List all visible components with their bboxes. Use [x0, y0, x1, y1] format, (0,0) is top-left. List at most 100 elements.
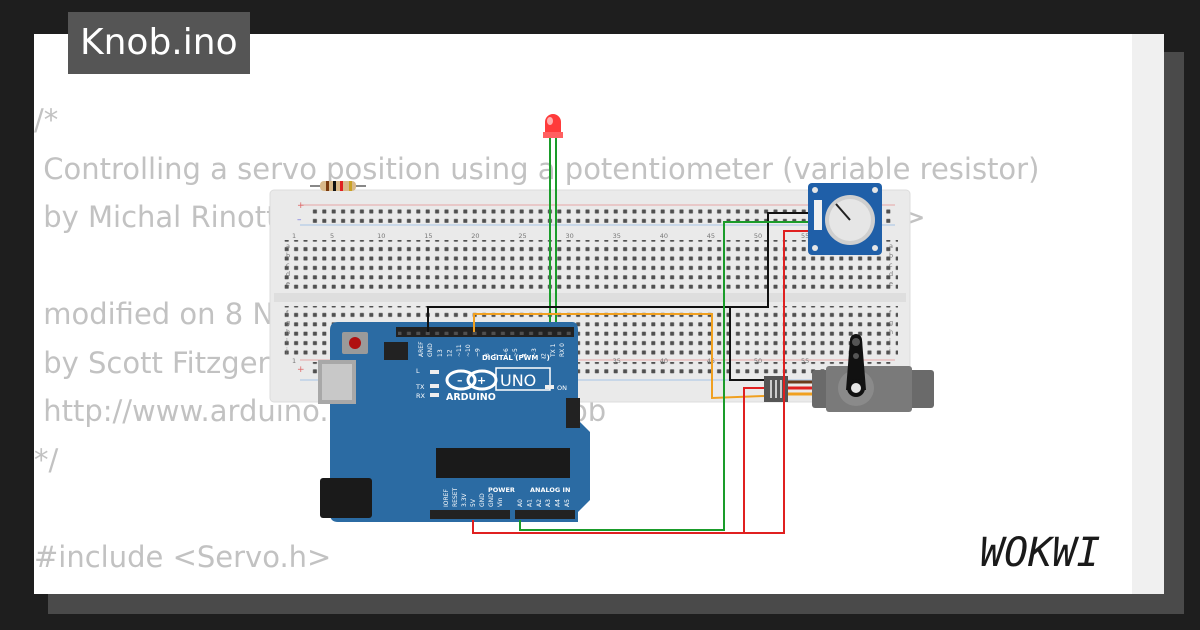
row-letter: f — [286, 309, 289, 317]
project-title[interactable]: Knob.ino — [68, 12, 250, 74]
wokwi-logo-text: WOKWI — [980, 530, 1100, 576]
digital-pin-label: 12 — [446, 349, 453, 357]
power-pin-label: GND — [488, 493, 495, 507]
column-number: 55 — [801, 232, 809, 240]
digital-pin-label: ~6 — [503, 348, 510, 357]
digital-pin-label: 4 — [522, 353, 529, 357]
svg-text:+: + — [297, 201, 305, 211]
row-letter: h — [286, 328, 290, 336]
svg-text:+: + — [297, 365, 305, 375]
power-pin-label: 3.3V — [461, 492, 468, 507]
analog-pin-label: A2 — [536, 499, 543, 507]
column-number: 1 — [292, 232, 296, 240]
row-letter: a — [286, 242, 290, 250]
column-number: 40 — [660, 232, 668, 240]
column-number: 50 — [754, 232, 762, 240]
code-line: /* — [34, 103, 59, 137]
column-number: 45 — [707, 357, 715, 365]
row-letter: a — [889, 242, 893, 250]
column-number: 30 — [566, 232, 574, 240]
row-letter: i — [889, 337, 891, 345]
power-pin-label: RESET — [452, 487, 459, 507]
code-line: */ — [34, 442, 59, 477]
row-letter: i — [286, 337, 288, 345]
arduino-brand-label: ARDUINO — [446, 392, 496, 403]
svg-text:–: – — [297, 215, 302, 225]
digital-pin-label: RX 0 — [559, 343, 566, 357]
analog-pin-label: A5 — [564, 499, 571, 507]
digital-pin-label: 2 — [540, 353, 547, 357]
led — [543, 114, 563, 330]
column-number: 25 — [518, 232, 526, 240]
row-letter: j — [285, 347, 288, 355]
uno-label: UNO — [500, 371, 536, 390]
power-pin-label: 5V — [470, 498, 477, 507]
column-number: 20 — [471, 232, 479, 240]
digital-pin-label: ~3 — [531, 348, 538, 357]
svg-text:–: – — [457, 374, 463, 387]
wire-signal-servo — [473, 313, 765, 400]
analog-pin-label: A3 — [545, 499, 552, 507]
potentiometer — [808, 183, 882, 255]
power-pin-label: GND — [479, 493, 486, 507]
wire-a0-pot — [519, 221, 808, 531]
column-number: 45 — [707, 232, 715, 240]
row-letter: b — [889, 251, 893, 259]
column-number: 35 — [613, 232, 621, 240]
wokwi-logo: WOKWI — [980, 530, 1100, 576]
wire-gnd-servo — [724, 306, 764, 381]
pin-label-aref: AREF — [418, 341, 425, 357]
digital-pin-label: 13 — [437, 349, 444, 357]
power-pins-label: POWER — [488, 486, 515, 494]
code-line: #include <Servo.h> — [34, 539, 332, 574]
l-led-label: L — [416, 367, 420, 375]
digital-pin-label: ~9 — [475, 348, 482, 357]
digital-pins-label: DIGITAL (PWM ~) — [482, 354, 550, 362]
analog-pin-label: A0 — [517, 499, 524, 507]
column-number: 35 — [613, 357, 621, 365]
digital-pin-label: 8 — [484, 353, 491, 357]
power-pin-label: Vin — [497, 497, 504, 507]
row-letter: g — [889, 318, 893, 326]
wire-gnd-pot — [427, 212, 808, 332]
digital-pin-label: ~10 — [465, 344, 472, 357]
on-led-label: ON — [557, 384, 567, 392]
resistor — [310, 181, 366, 191]
digital-pin-label: ~11 — [456, 344, 463, 357]
row-letter: j — [888, 347, 891, 355]
card-scrollbar-track — [1132, 34, 1164, 594]
column-number: 5 — [330, 232, 334, 240]
digital-pin-label: TX 1 — [550, 343, 557, 358]
row-letter: g — [286, 318, 290, 326]
power-pin-label: IOREF — [443, 489, 450, 507]
column-number: 50 — [754, 357, 762, 365]
column-number: 15 — [424, 232, 432, 240]
analog-pin-label: A1 — [526, 499, 533, 507]
code-line: Controlling a servo position using a pot… — [34, 151, 1040, 186]
row-letter: f — [889, 309, 892, 317]
pin-label-gnd: GND — [427, 343, 434, 357]
column-number: 1 — [292, 357, 296, 365]
digital-pin-label: ~5 — [512, 348, 519, 357]
column-number: 40 — [660, 357, 668, 365]
row-letter: d — [889, 270, 893, 278]
wire-5v-servo — [743, 387, 764, 533]
row-letter: c — [286, 261, 290, 269]
row-letter: e — [889, 280, 893, 288]
row-letter: h — [889, 328, 893, 336]
arduino-uno-board: – + UNO ARDUINO DIGITAL (PWM ~) POWER AN… — [318, 322, 590, 522]
row-letter: d — [286, 270, 290, 278]
row-letter: e — [286, 280, 290, 288]
column-number: 55 — [801, 357, 809, 365]
tx-led-label: TX — [415, 383, 425, 391]
svg-text:+: + — [477, 374, 486, 387]
wires — [427, 212, 808, 534]
analog-pins-label: ANALOG IN — [530, 486, 570, 494]
digital-pin-label: 7 — [493, 353, 500, 357]
analog-pin-label: A4 — [555, 499, 562, 507]
row-letter: c — [889, 261, 893, 269]
